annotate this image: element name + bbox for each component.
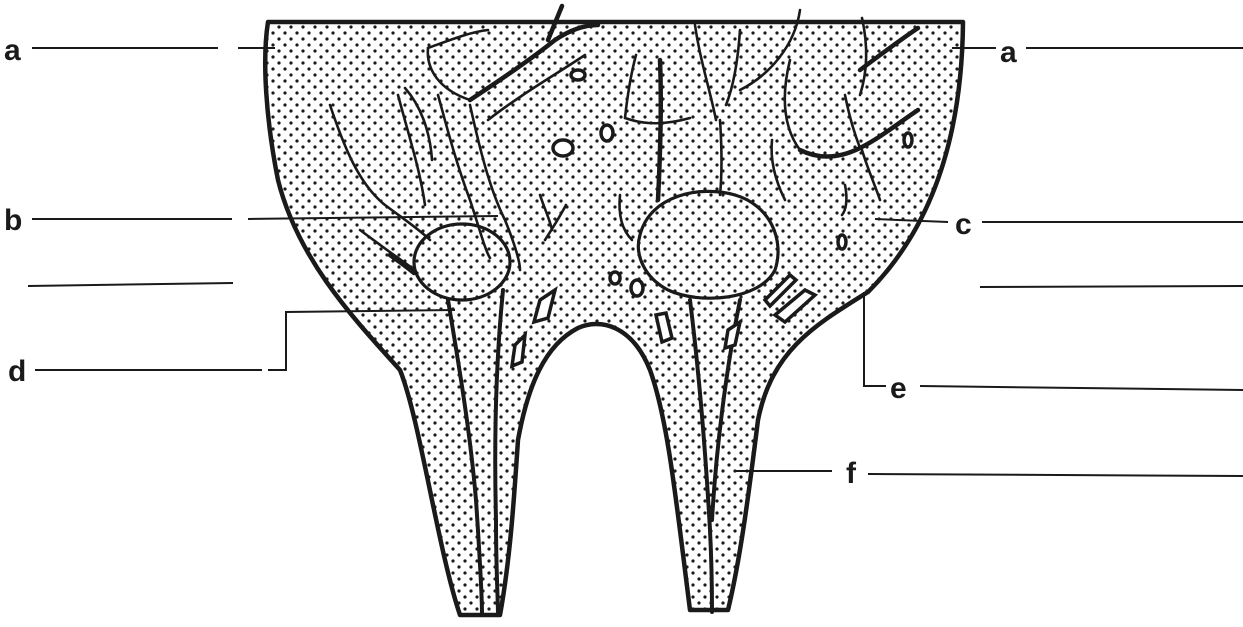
label-a-left: a — [4, 34, 21, 67]
label-b: b — [4, 204, 22, 237]
label-e: e — [890, 372, 907, 405]
tooth-outline — [265, 22, 963, 615]
label-f: f — [846, 457, 857, 490]
label-d: d — [8, 355, 26, 388]
label-a-right: a — [1000, 36, 1017, 69]
pulp-chamber-right — [638, 191, 778, 298]
pulp-chamber-left — [414, 224, 510, 300]
label-c: c — [955, 208, 972, 241]
